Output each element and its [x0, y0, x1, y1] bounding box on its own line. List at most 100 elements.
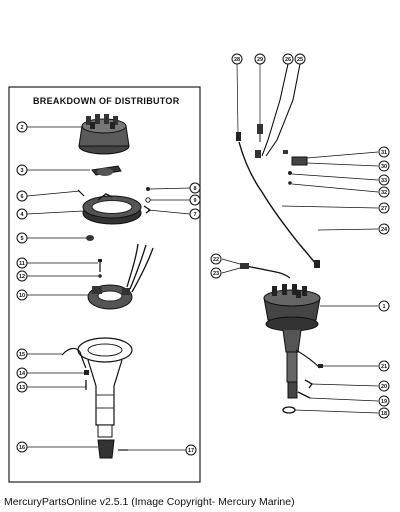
callout-20: 20 — [378, 380, 390, 392]
svg-text:11: 11 — [19, 261, 25, 267]
svg-text:15: 15 — [19, 352, 25, 358]
washer-33-part — [288, 181, 292, 185]
capacitor-29-part — [257, 124, 263, 142]
distributor-cap-part — [78, 114, 130, 155]
bracket-31-part — [283, 150, 288, 154]
rotor-part — [91, 165, 122, 176]
callout-15: 15 — [16, 348, 28, 360]
callout-27: 27 — [378, 202, 390, 214]
callout-11: 11 — [16, 257, 28, 269]
felt-5-part — [86, 235, 94, 241]
screw-32-part — [288, 171, 292, 175]
svg-text:20: 20 — [381, 384, 387, 390]
callout-16: 16 — [16, 441, 28, 453]
callout-33: 33 — [378, 174, 390, 186]
svg-text:2: 2 — [20, 125, 23, 131]
callout-23: 23 — [210, 267, 222, 279]
svg-text:9: 9 — [193, 198, 196, 204]
svg-text:10: 10 — [19, 293, 25, 299]
clip-14-part — [84, 370, 89, 375]
callout-31: 31 — [378, 146, 390, 158]
callout-24: 24 — [378, 223, 390, 235]
callout-21: 21 — [378, 360, 390, 372]
callout-17: 17 — [185, 444, 197, 456]
svg-text:29: 29 — [257, 57, 263, 63]
callout-22: 22 — [210, 253, 222, 265]
svg-text:28: 28 — [234, 57, 240, 63]
connector-24-part — [314, 260, 320, 268]
callout-29: 29 — [254, 53, 266, 65]
wire-15-part — [61, 347, 87, 369]
screw-11-part — [98, 259, 102, 272]
svg-text:14: 14 — [19, 371, 26, 377]
washer-9-part — [145, 197, 151, 203]
svg-text:5: 5 — [20, 236, 23, 242]
breakdown-panel-frame — [8, 86, 201, 483]
oring-18-part — [282, 406, 296, 414]
copyright-footer: MercuryPartsOnline v2.5.1 (Image Copyrig… — [4, 496, 295, 508]
svg-text:22: 22 — [213, 257, 219, 263]
assembled-distributor-part — [263, 284, 321, 399]
svg-text:16: 16 — [19, 445, 25, 451]
callout-13: 13 — [16, 381, 28, 393]
callout-1: 1 — [378, 300, 390, 312]
callout-14: 14 — [16, 367, 28, 379]
svg-text:21: 21 — [381, 364, 387, 370]
svg-text:17: 17 — [188, 448, 194, 454]
callout-19: 19 — [378, 395, 390, 407]
drive-gear-16-part — [97, 439, 115, 459]
svg-text:30: 30 — [381, 164, 387, 170]
lead-25-part — [265, 63, 301, 157]
panel-title: BREAKDOWN OF DISTRIBUTOR — [33, 96, 180, 106]
callout-2: 2 — [16, 121, 28, 133]
breaker-plate-part — [82, 193, 142, 225]
svg-text:25: 25 — [297, 57, 303, 63]
svg-text:24: 24 — [381, 227, 388, 233]
leader-lines — [26, 63, 379, 451]
callout-10: 10 — [16, 289, 28, 301]
svg-text:26: 26 — [285, 57, 291, 63]
terminal-part — [255, 150, 261, 158]
svg-text:6: 6 — [20, 194, 23, 200]
callout-12: 12 — [16, 270, 28, 282]
svg-text:31: 31 — [381, 150, 387, 156]
svg-text:12: 12 — [19, 274, 25, 280]
svg-text:23: 23 — [213, 271, 219, 277]
clip-7-part — [143, 205, 152, 214]
connector-28-part — [236, 132, 241, 141]
callout-9: 9 — [189, 194, 201, 206]
svg-text:27: 27 — [381, 206, 387, 212]
callout-6: 6 — [16, 190, 28, 202]
svg-text:33: 33 — [381, 178, 387, 184]
lead-26-part — [261, 63, 289, 157]
callout-5: 5 — [16, 232, 28, 244]
distributor-housing-part — [77, 337, 133, 438]
callout-26: 26 — [282, 53, 294, 65]
callout-4: 4 — [16, 208, 28, 220]
washer-12-part — [98, 274, 102, 278]
svg-text:1: 1 — [382, 304, 385, 310]
svg-text:13: 13 — [19, 385, 25, 391]
callout-32: 32 — [378, 186, 390, 198]
screw-8-part — [146, 187, 150, 191]
wire-harness-27-part — [238, 141, 319, 267]
wire-boot-23-part — [240, 263, 249, 269]
bolt-19-part — [297, 391, 311, 399]
callout-25: 25 — [294, 53, 306, 65]
module-30-part — [291, 156, 308, 166]
screw-21-part — [318, 364, 323, 368]
callout-3: 3 — [16, 164, 28, 176]
svg-text:19: 19 — [381, 399, 387, 405]
pickup-coil-part — [87, 243, 154, 310]
callout-8: 8 — [189, 182, 201, 194]
svg-text:7: 7 — [193, 212, 196, 218]
svg-text:3: 3 — [20, 168, 23, 174]
callout-7: 7 — [189, 208, 201, 220]
svg-text:4: 4 — [20, 212, 24, 218]
svg-text:8: 8 — [193, 186, 196, 192]
coil-wire-22-part — [245, 265, 291, 279]
callout-28: 28 — [231, 53, 243, 65]
svg-text:18: 18 — [381, 411, 387, 417]
callout-30: 30 — [378, 160, 390, 172]
